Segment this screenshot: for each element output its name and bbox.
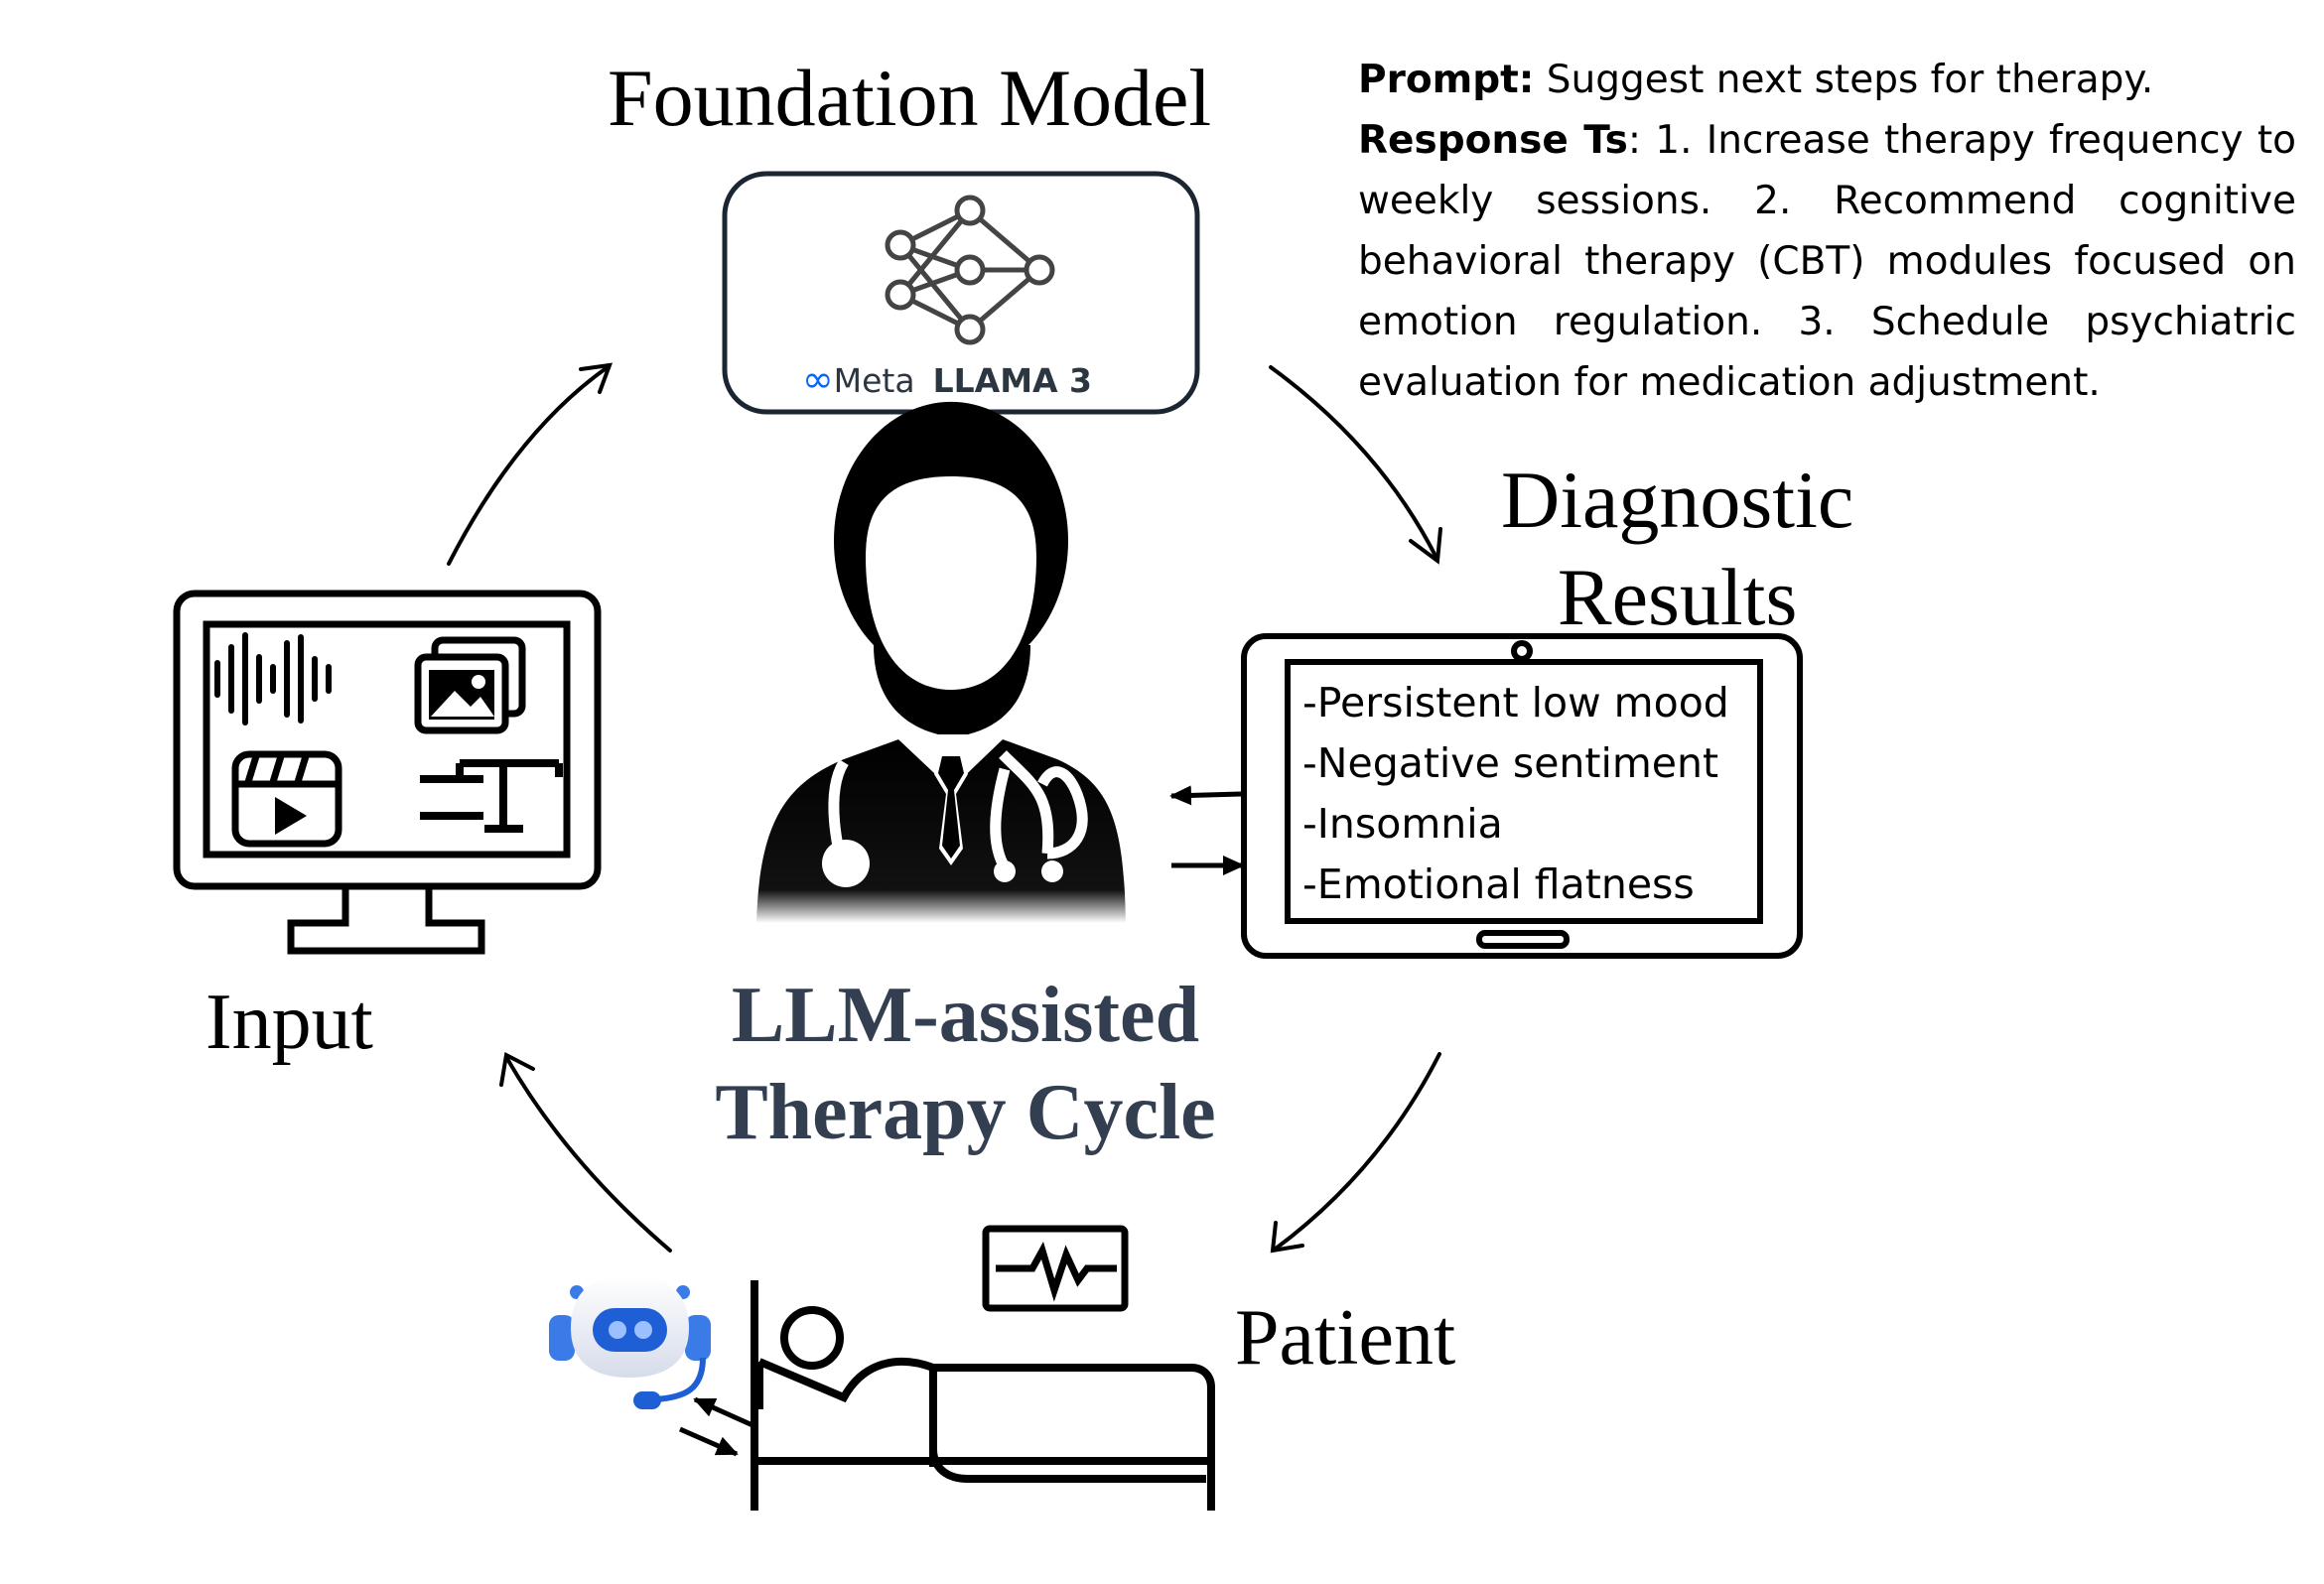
arrow-model-to-results-head: [1409, 527, 1442, 565]
neural-network-icon: [885, 195, 1055, 345]
monitor-icon: [173, 590, 602, 955]
patient-title: Patient: [1235, 1294, 1456, 1382]
prompt-label: Prompt:: [1358, 58, 1535, 102]
response-text: : 1. Increase therapy frequency to weekl…: [1358, 118, 2296, 405]
symptom-list: -Persistent low mood -Negative sentiment…: [1302, 673, 1729, 915]
cycle-title-line2: Therapy Cycle: [715, 1068, 1216, 1156]
response-label: Response Ts: [1358, 118, 1628, 163]
doctor-icon: [756, 401, 1126, 923]
video-icon: [231, 750, 342, 848]
symptom-item: -Emotional flatness: [1302, 860, 1695, 908]
tablet-icon: [1241, 633, 1803, 959]
diagnostic-title-line1: Diagnostic: [1501, 455, 1854, 545]
llama-model-text: LLAMA 3: [932, 361, 1093, 400]
cycle-title-line1: LLM-assisted: [731, 972, 1200, 1059]
robot-bed-arrows: [678, 1396, 754, 1457]
arrow-model-to-results: [1269, 365, 1438, 560]
prompt-text: Suggest next steps for therapy.: [1534, 58, 2154, 102]
cycle-title: LLM-assisted Therapy Cycle: [695, 968, 1236, 1161]
doctor-tablet-arrows: [1169, 785, 1245, 875]
symptom-item: -Persistent low mood: [1302, 679, 1729, 726]
arrow-results-to-patient: [1274, 1052, 1441, 1251]
cycle-arrows: [447, 362, 1442, 1254]
heart-monitor-icon: [982, 1225, 1129, 1312]
arrow-patient-to-input: [504, 1055, 672, 1253]
arrow-input-to-model: [447, 365, 610, 566]
diagnostic-title-line2: Results: [1557, 552, 1798, 643]
symptom-item: -Insomnia: [1302, 800, 1503, 848]
prompt-response-text: Prompt: Suggest next steps for therapy. …: [1358, 50, 2296, 413]
text-icon: [420, 759, 563, 833]
input-title: Input: [205, 979, 373, 1066]
symptom-item: -Negative sentiment: [1302, 739, 1719, 787]
hospital-bed-icon: [751, 1280, 1215, 1511]
foundation-model-box: [722, 171, 1200, 415]
meta-infinity-icon: ∞: [802, 357, 834, 401]
arrow-input-to-model-head: [579, 362, 614, 394]
foundation-model-title: Foundation Model: [608, 53, 1212, 143]
meta-brand-text: Meta: [833, 361, 915, 400]
audio-wave-icon: [214, 632, 332, 726]
robot-icon: [549, 1275, 711, 1409]
meta-llama-logo: ∞Meta LLAMA 3: [802, 357, 1092, 401]
arrow-results-to-patient-head: [1270, 1221, 1304, 1254]
diagnostic-results-title: Diagnostic Results: [1501, 452, 1853, 647]
image-icon: [414, 636, 526, 734]
arrow-patient-to-input-head: [499, 1051, 535, 1087]
